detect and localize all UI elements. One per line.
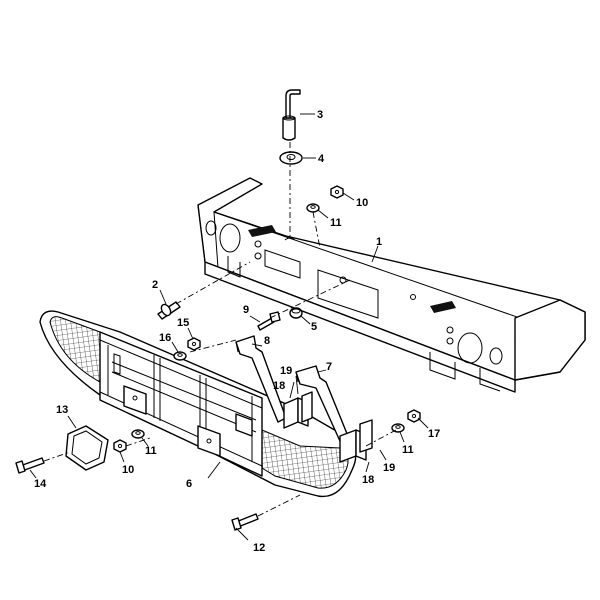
callout-19-right: 19 [383, 462, 395, 474]
grille-guard-part-6 [39, 310, 357, 498]
washer-part-11-right [391, 423, 405, 433]
callout-17: 17 [428, 428, 440, 440]
callout-15: 15 [177, 317, 189, 329]
nut-part-10-top [330, 185, 344, 199]
washer-part-11-top [306, 203, 320, 213]
callout-1: 1 [376, 236, 382, 248]
stud-part-2 [157, 301, 181, 320]
callout-11-right: 11 [402, 444, 414, 456]
cover-plate-part-13 [65, 425, 109, 471]
callout-labels: 1 2 3 4 5 6 7 8 9 10 10 11 11 11 12 13 1… [34, 109, 440, 554]
bolt-part-9 [257, 311, 281, 331]
bolt-part-12 [231, 513, 259, 531]
callout-3: 3 [317, 109, 323, 121]
pin-part-3 [282, 89, 301, 141]
callout-16: 16 [159, 332, 171, 344]
callout-7: 7 [326, 361, 332, 373]
nut-part-10-left [113, 439, 127, 453]
leader-lines [29, 113, 429, 541]
callout-9: 9 [243, 304, 249, 316]
bracket-part-19-left [301, 391, 313, 423]
callout-18-left: 18 [273, 380, 285, 392]
bumper-beam-part-1 [197, 177, 586, 393]
callout-19-left: 19 [280, 365, 292, 377]
nut-part-17 [407, 409, 421, 423]
assembly-center-lines [43, 142, 397, 517]
callout-6: 6 [186, 478, 192, 490]
callout-13: 13 [56, 404, 68, 416]
callout-14: 14 [34, 478, 47, 490]
callout-18-right: 18 [362, 474, 374, 486]
callout-11-left: 11 [145, 445, 157, 457]
callout-10-left: 10 [122, 464, 134, 476]
callout-11-top: 11 [330, 217, 342, 229]
callout-12: 12 [253, 542, 265, 554]
callout-4: 4 [318, 153, 325, 165]
callout-8: 8 [264, 335, 270, 347]
callout-5: 5 [311, 321, 317, 333]
washer-part-16 [173, 351, 187, 361]
callout-2: 2 [152, 279, 158, 291]
plug-part-5 [289, 307, 303, 319]
washer-part-11-left [131, 429, 145, 439]
bracket-part-19-right [359, 419, 373, 453]
nut-part-15 [187, 337, 201, 351]
callout-10-top: 10 [356, 197, 368, 209]
ring-part-4 [279, 151, 303, 165]
bolt-part-14 [15, 457, 45, 474]
